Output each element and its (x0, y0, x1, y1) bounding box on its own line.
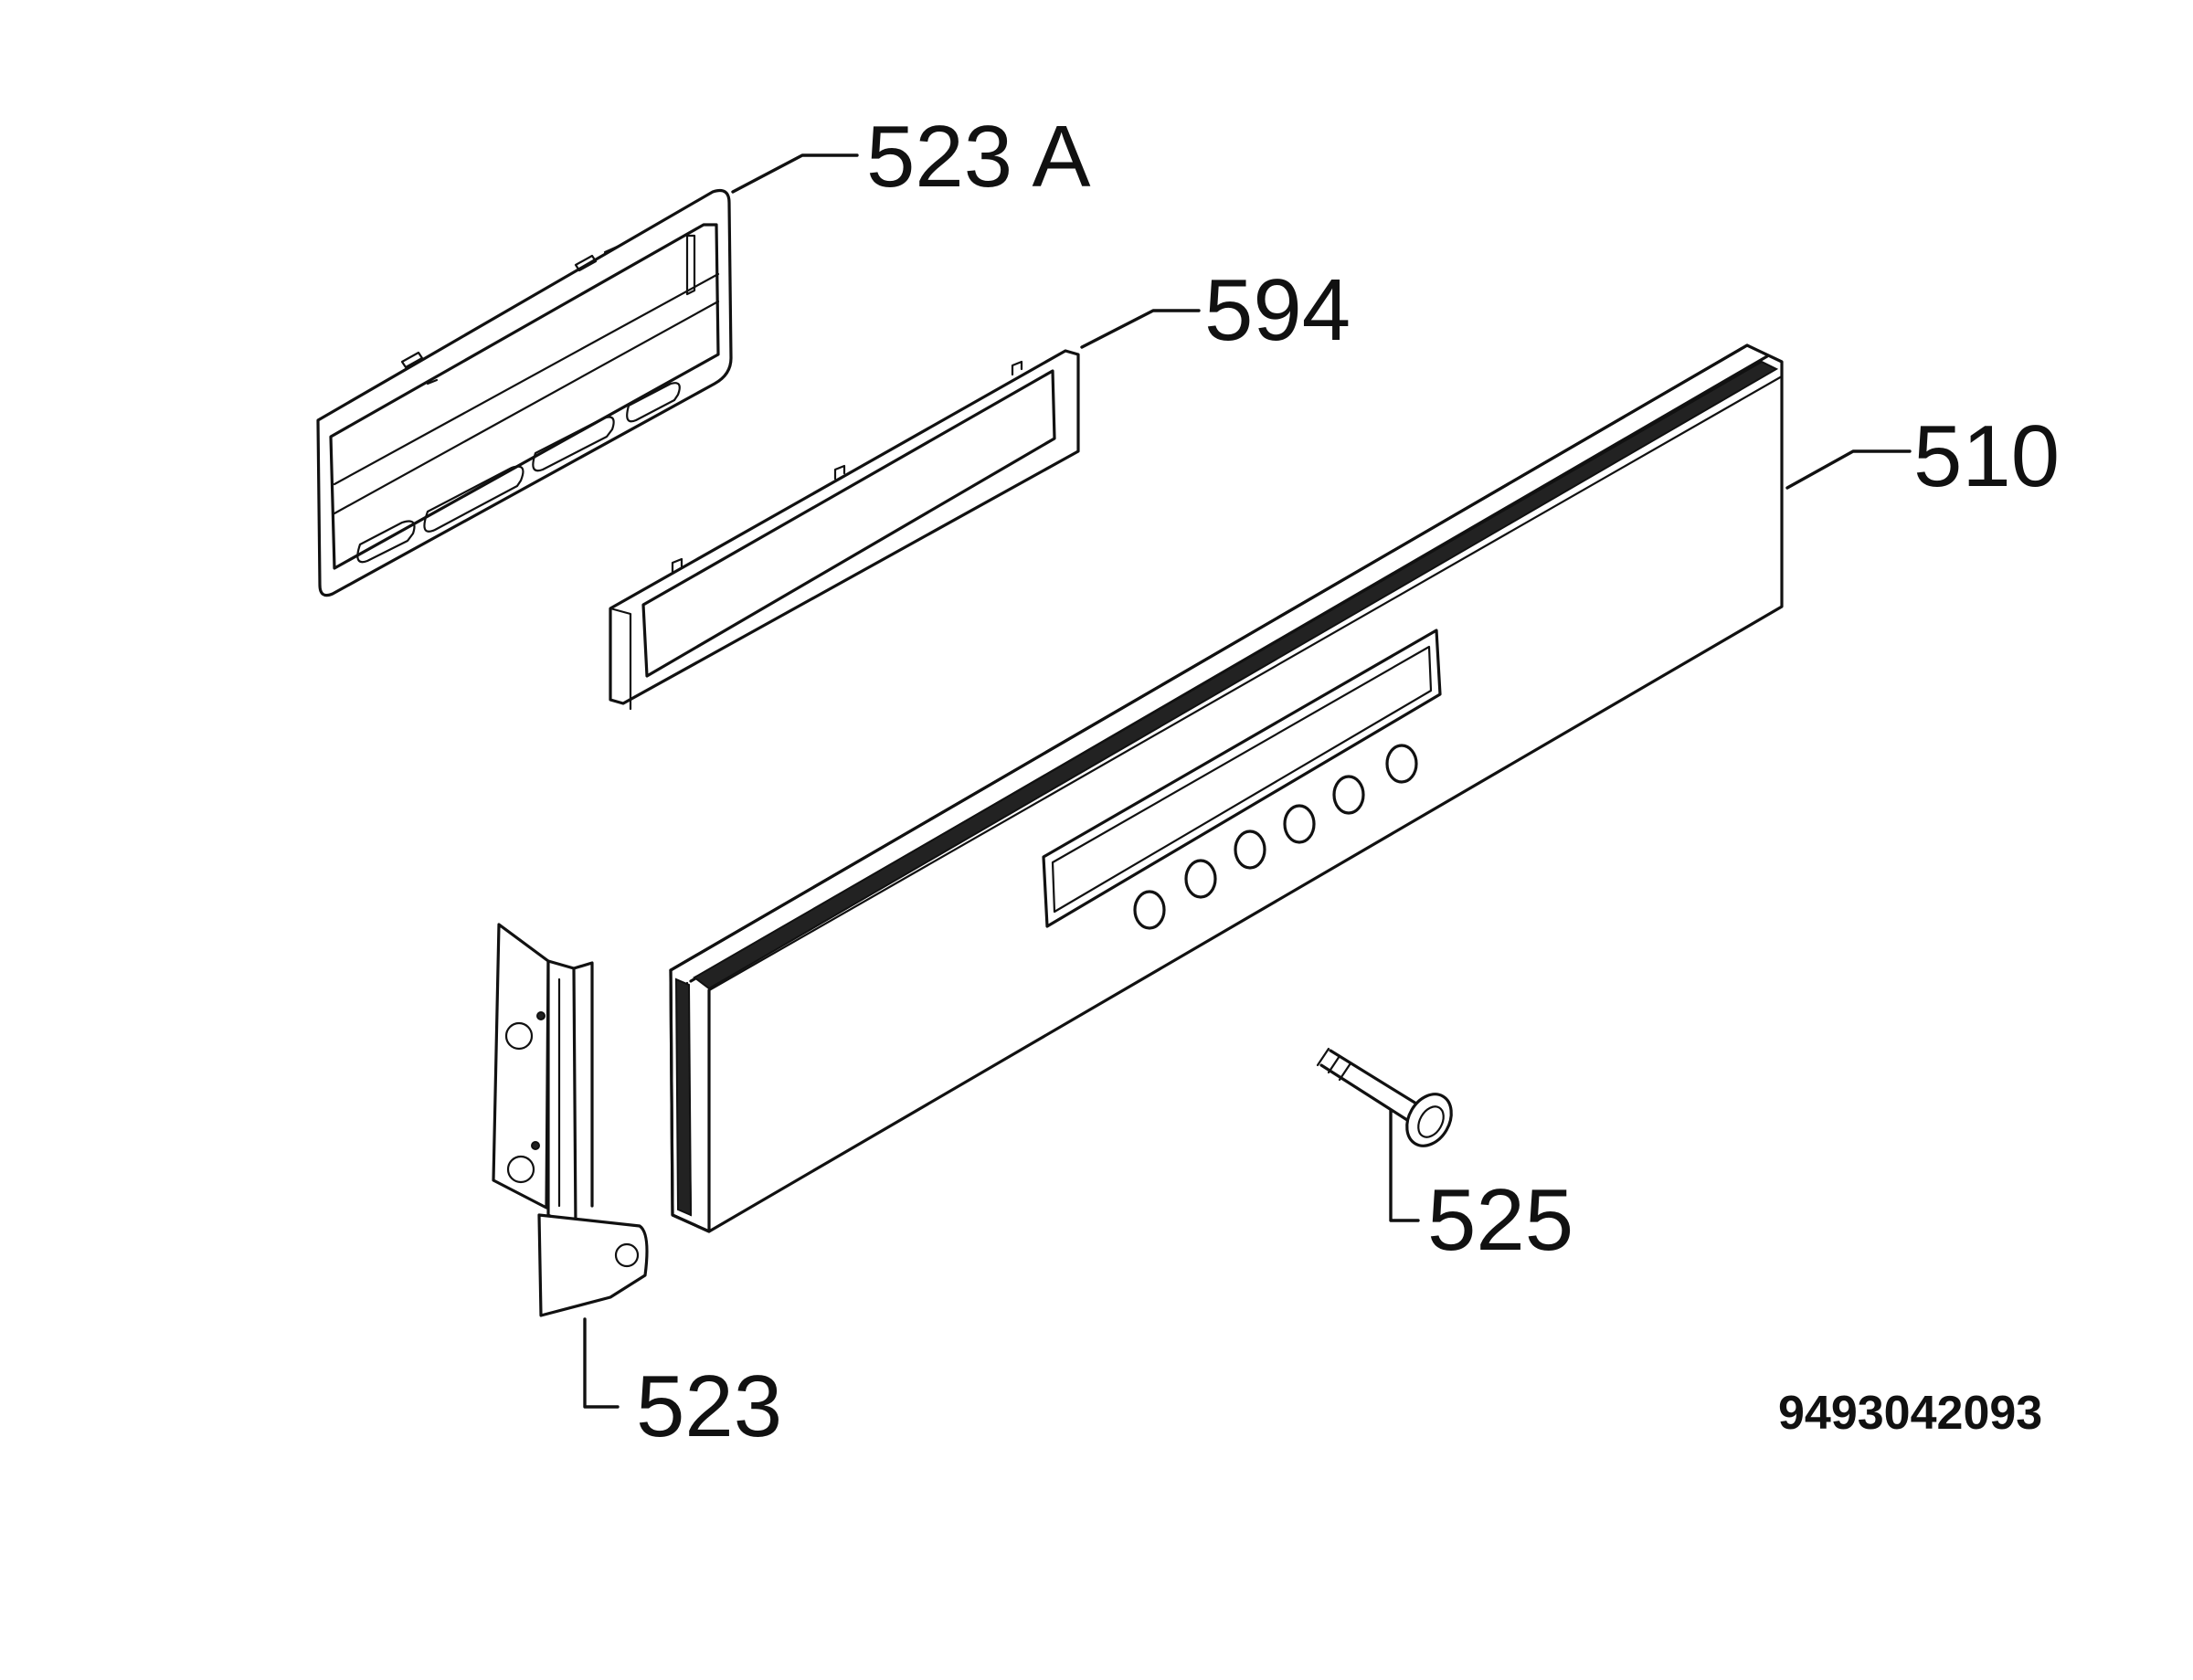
callout-510: 510 (1913, 407, 2060, 505)
leader-523 (583, 1317, 620, 1409)
callout-523a: 523 A (866, 108, 1091, 206)
part-594-strip (609, 349, 1080, 711)
leader-510 (1785, 449, 1912, 490)
part-523a-bracket (316, 188, 733, 597)
part-510-control-panel (669, 343, 1784, 1233)
callout-594: 594 (1204, 261, 1351, 359)
leader-594 (1080, 309, 1201, 349)
part-523-side-bracket (492, 923, 649, 1317)
leader-525 (1389, 1109, 1420, 1222)
callout-525: 525 (1427, 1171, 1573, 1269)
control-knob-holes (1133, 744, 1418, 930)
document-number: 9493042093 (1778, 1387, 2042, 1440)
part-525-shaft (1316, 1047, 1453, 1147)
leader-523a (731, 153, 859, 194)
callout-523: 523 (636, 1358, 782, 1455)
